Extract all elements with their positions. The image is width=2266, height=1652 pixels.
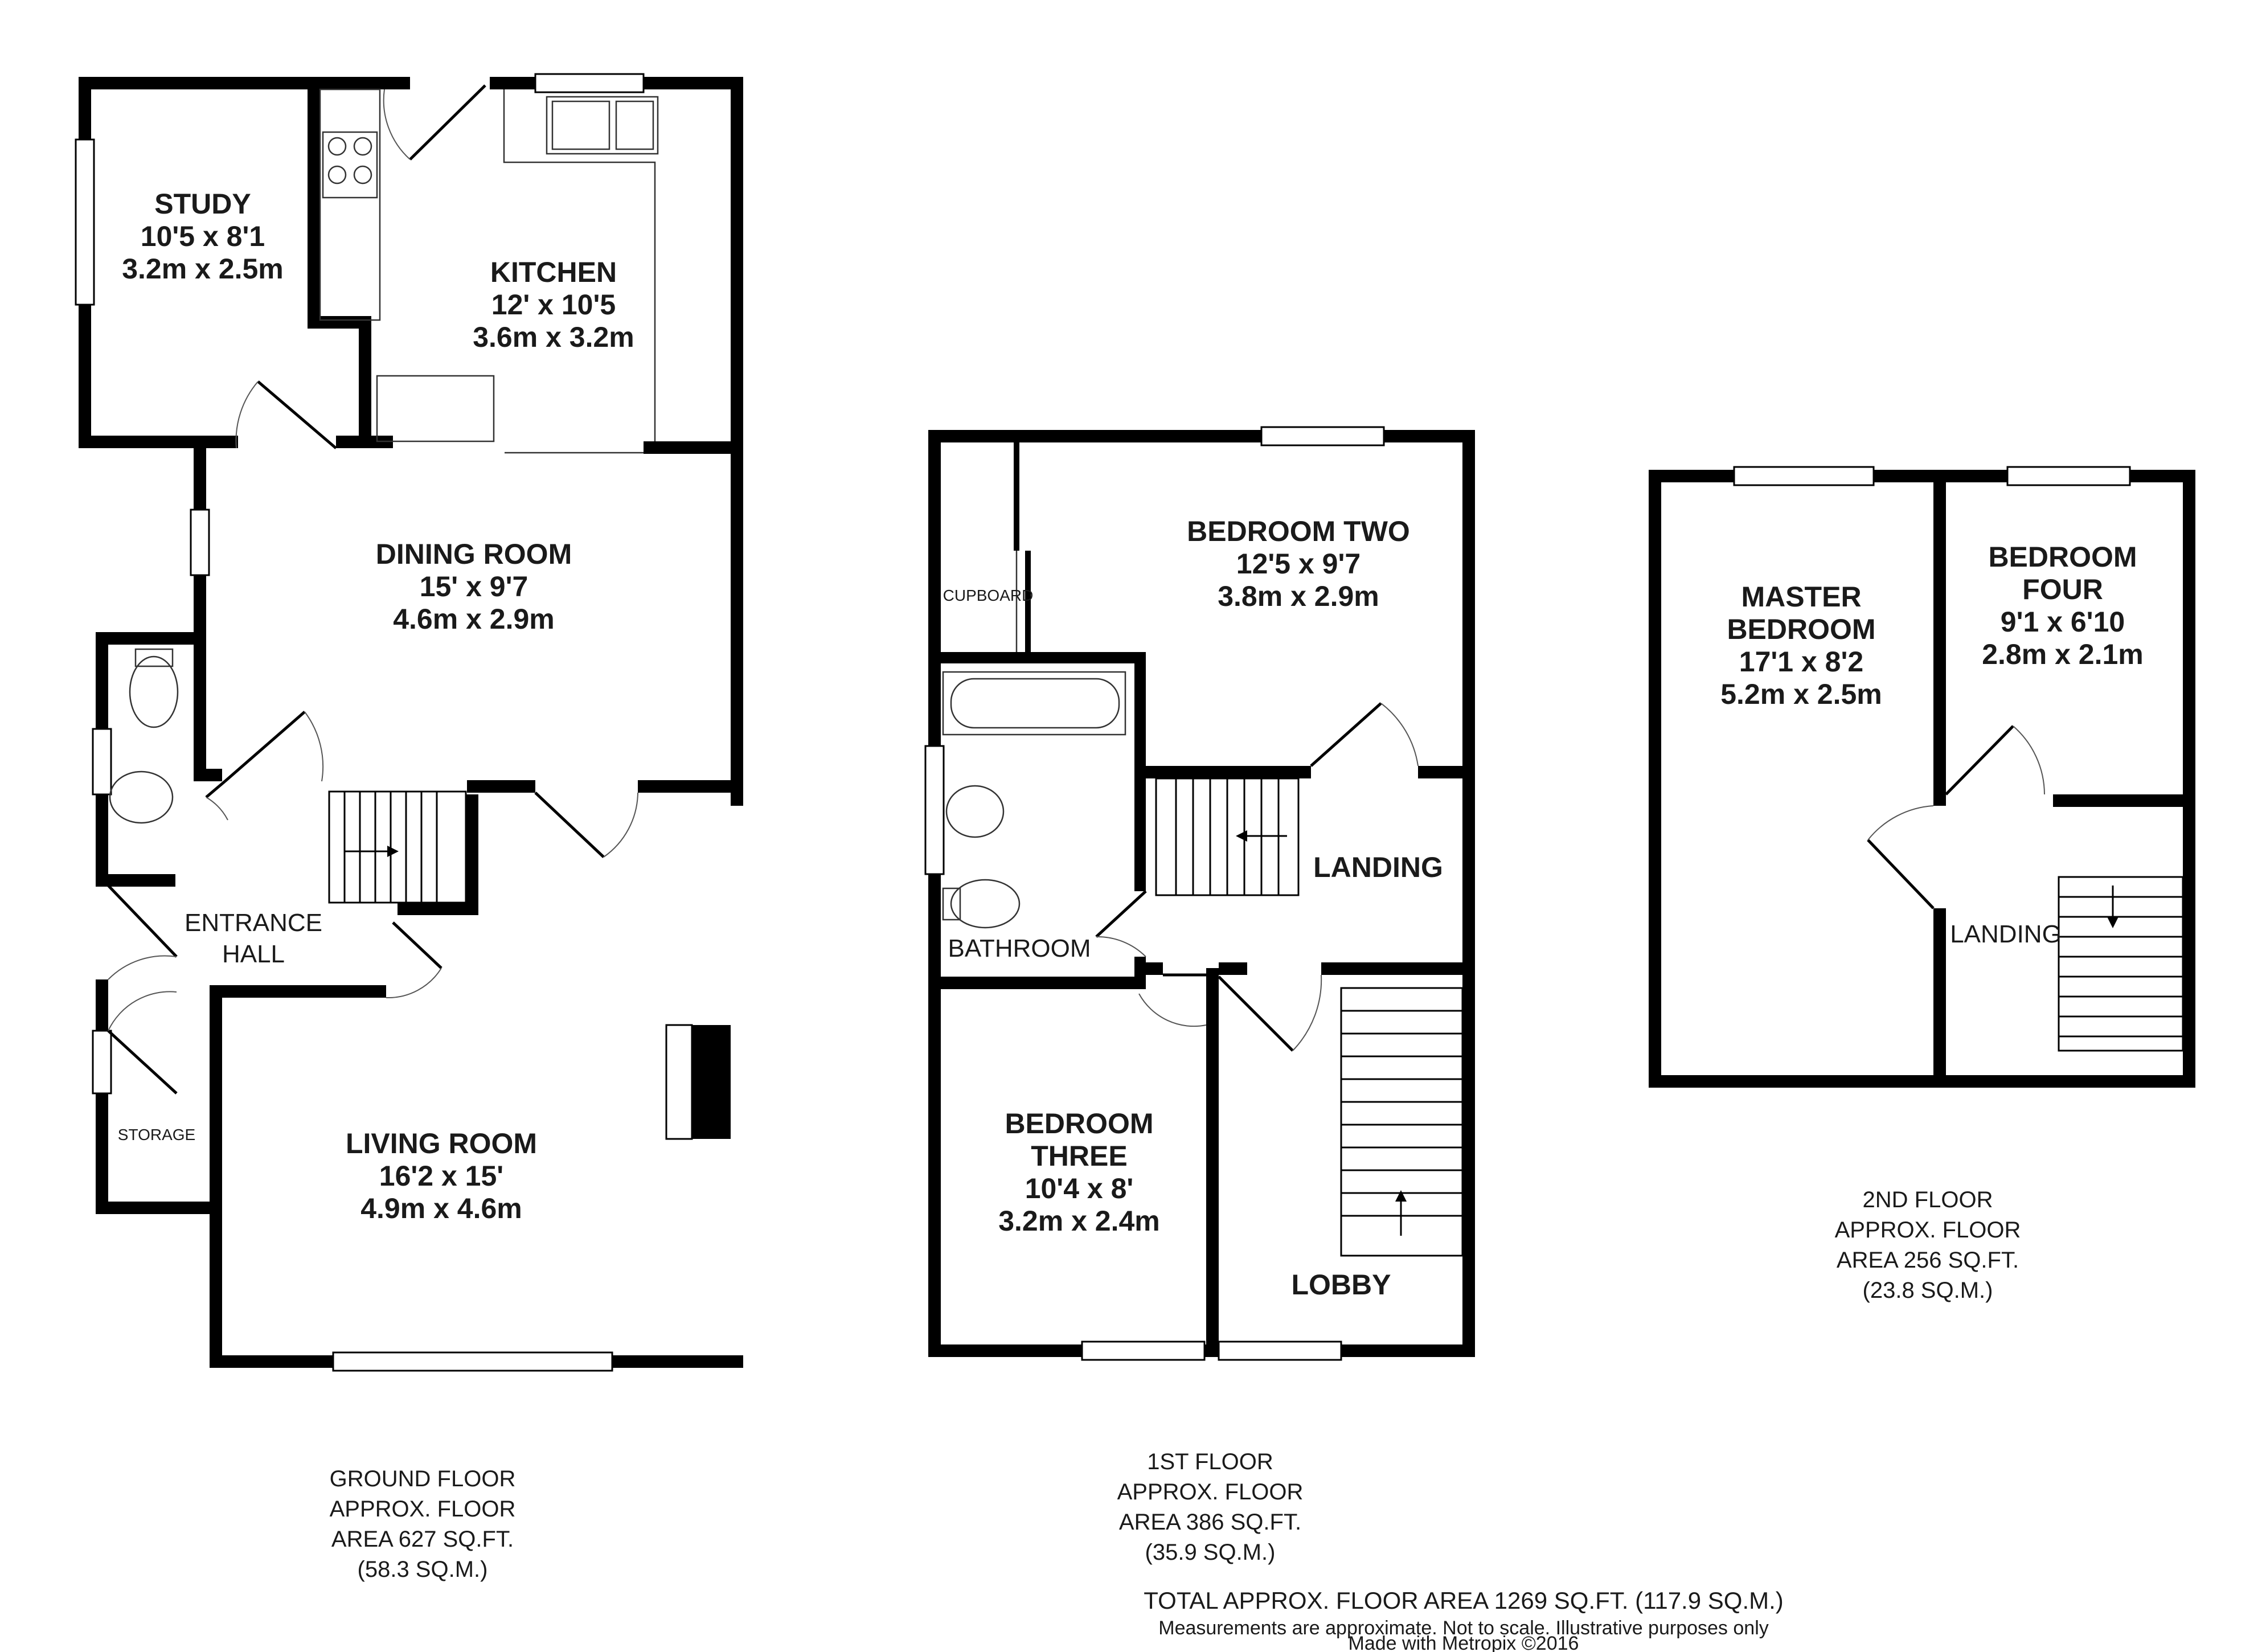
bathroom-name: BATHROOM (948, 934, 1091, 962)
first-floor-stairs (1155, 777, 1464, 1257)
ground-floor-summary-line4: (58.3 SQ.M.) (358, 1557, 488, 1582)
bedroom-three-dim-imperial: 10'4 x 8' (1025, 1173, 1134, 1204)
bedroom-four-line1: BEDROOM (1988, 541, 2137, 573)
ground-floor-summary-line1: GROUND FLOOR (330, 1466, 516, 1491)
total-floor-area: TOTAL APPROX. FLOOR AREA 1269 SQ.FT. (11… (1144, 1587, 1784, 1614)
ground-floor-fixtures (109, 88, 659, 824)
kitchen-dim-imperial: 12' x 10'5 (491, 289, 616, 321)
ground-floor-windows (75, 73, 693, 1372)
bedroom-two-name: BEDROOM TWO (1187, 515, 1410, 547)
second-floor-summary-line3: AREA 256 SQ.FT. (1837, 1248, 2019, 1273)
lobby-name: LOBBY (1292, 1269, 1391, 1301)
study-dim-metric: 3.2m x 2.5m (122, 253, 284, 285)
dining-room-dim-metric: 4.6m x 2.9m (393, 603, 555, 635)
storage-name: STORAGE (118, 1126, 195, 1143)
disclaimer: Measurements are approximate. Not to sca… (1158, 1617, 1769, 1639)
master-bedroom-dim-imperial: 17'1 x 8'2 (1739, 646, 1863, 678)
master-bedroom-line1: MASTER (1741, 581, 1861, 613)
ground-floor-summary-line3: AREA 627 SQ.FT. (331, 1527, 514, 1552)
kitchen-dim-metric: 3.6m x 3.2m (473, 321, 634, 353)
first-floor-summary-line3: AREA 386 SQ.FT. (1119, 1510, 1301, 1535)
second-floor-doors (1867, 725, 2045, 909)
dining-room-dim-imperial: 15' x 9'7 (420, 571, 528, 602)
bedroom-three-line1: BEDROOM (1005, 1108, 1153, 1139)
second-floor-stairs (2058, 876, 2184, 1052)
bedroom-four-line2: FOUR (2022, 573, 2103, 605)
ground-floor-stairs (328, 790, 467, 904)
ground-floor-summary-line2: APPROX. FLOOR (330, 1497, 516, 1522)
first-floor-plan: CUPBOARD BEDROOM TWO 12'5 x 9'7 3.8m x 2… (924, 426, 1475, 1565)
first-floor-summary-line4: (35.9 SQ.M.) (1145, 1540, 1276, 1565)
study-name: STUDY (154, 188, 251, 220)
second-floor-plan: MASTER BEDROOM 17'1 x 8'2 5.2m x 2.5m BE… (1649, 466, 2195, 1303)
master-bedroom-dim-metric: 5.2m x 2.5m (1720, 678, 1882, 710)
dining-room-name: DINING ROOM (376, 538, 572, 570)
master-bedroom-line2: BEDROOM (1727, 613, 1875, 645)
bedroom-three-dim-metric: 3.2m x 2.4m (998, 1205, 1160, 1237)
cupboard-name: CUPBOARD (943, 587, 1034, 604)
second-floor-summary-line2: APPROX. FLOOR (1835, 1218, 2021, 1243)
first-floor-windows (924, 426, 1385, 1361)
first-floor-fixtures (942, 442, 1126, 929)
first-floor-summary-line2: APPROX. FLOOR (1117, 1479, 1304, 1505)
first-floor-summary-line1: 1ST FLOOR (1147, 1449, 1273, 1474)
second-floor-windows (1733, 466, 2131, 486)
entrance-hall-line2: HALL (222, 940, 285, 968)
entrance-hall-line1: ENTRANCE (185, 909, 322, 937)
living-room-dim-metric: 4.9m x 4.6m (360, 1192, 522, 1224)
first-floor-landing-name: LANDING (1313, 851, 1443, 883)
bedroom-two-dim-imperial: 12'5 x 9'7 (1236, 548, 1361, 580)
first-floor-doors (1095, 702, 1419, 1052)
bedroom-four-dim-metric: 2.8m x 2.1m (1982, 638, 2144, 670)
second-floor-summary-line1: 2ND FLOOR (1863, 1187, 1993, 1212)
second-floor-landing-name: LANDING (1950, 920, 2062, 948)
study-dim-imperial: 10'5 x 8'1 (141, 220, 265, 252)
kitchen-name: KITCHEN (490, 256, 617, 288)
ground-floor-doors (107, 84, 638, 1094)
ground-floor-plan: STUDY 10'5 x 8'1 3.2m x 2.5m KITCHEN 12'… (75, 73, 743, 1582)
second-floor-summary-line4: (23.8 SQ.M.) (1863, 1278, 1993, 1303)
bedroom-three-line2: THREE (1031, 1140, 1127, 1172)
bedroom-four-dim-imperial: 9'1 x 6'10 (2001, 606, 2125, 638)
credit: Made with Metropix ©2016 (1349, 1633, 1579, 1652)
living-room-name: LIVING ROOM (346, 1128, 537, 1159)
footer: TOTAL APPROX. FLOOR AREA 1269 SQ.FT. (11… (1144, 1587, 1784, 1652)
living-room-dim-imperial: 16'2 x 15' (379, 1160, 503, 1192)
bedroom-two-dim-metric: 3.8m x 2.9m (1218, 580, 1379, 612)
